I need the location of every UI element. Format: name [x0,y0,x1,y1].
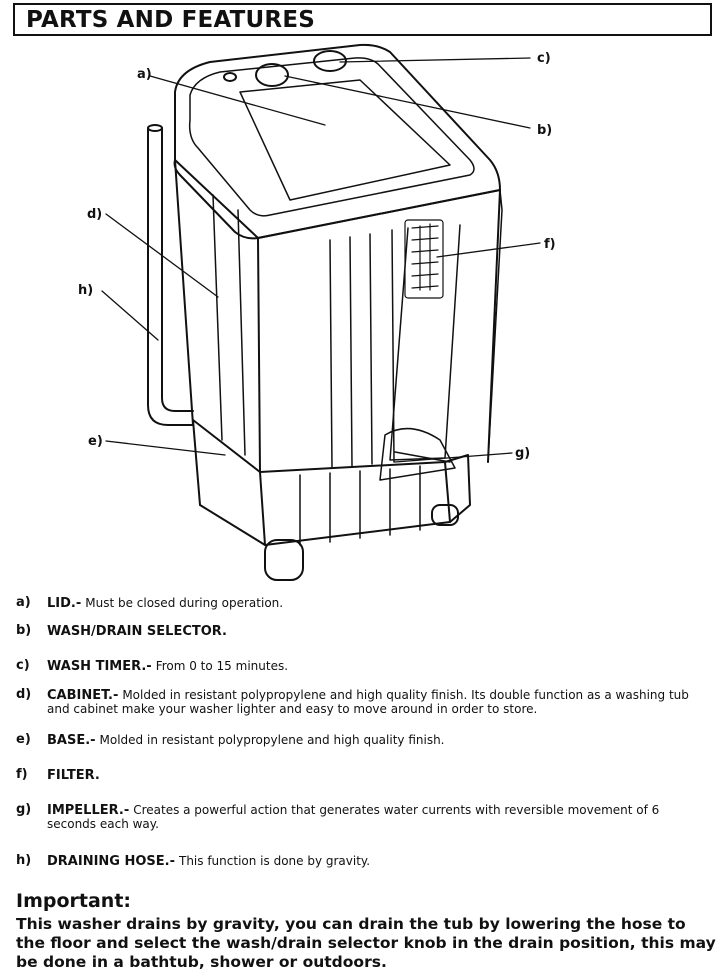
feature-name: BASE.- [47,733,96,748]
diagram-label-b: b) [537,123,552,138]
header-box: PARTS AND FEATURES [13,3,712,36]
feature-desc: Creates a powerful action that generates… [47,803,660,831]
important-text: This washer drains by gravity, you can d… [16,915,716,971]
feature-name: WASH/DRAIN SELECTOR. [47,624,227,639]
diagram-label-f: f) [544,237,556,252]
feature-letter: d) [16,687,32,702]
feature-item-hose: h) DRAINING HOSE.- This function is done… [16,854,706,868]
feature-letter: e) [16,732,31,747]
diagram-label-c: c) [537,51,551,66]
feature-name: FILTER. [47,768,100,783]
feature-desc: Molded in resistant polypropylene and hi… [47,688,689,716]
feature-item-cabinet: d) CABINET.- Molded in resistant polypro… [16,688,706,716]
feature-item-impeller: g) IMPELLER.- Creates a powerful action … [16,803,706,831]
lid-illustration [173,43,501,240]
important-title: Important: [16,890,132,912]
feature-letter: g) [16,802,32,817]
feature-letter: h) [16,853,32,868]
drain-hose-illustration [147,124,194,426]
diagram-label-h: h) [78,283,93,298]
diagram-label-d: d) [87,207,102,222]
feature-item-selector: b) WASH/DRAIN SELECTOR. [16,624,706,638]
washer-diagram: a) b) c) d) e) f) g) h) [78,43,556,581]
feature-desc: This function is done by gravity. [179,854,371,868]
feature-desc: Molded in resistant polypropylene and hi… [99,733,445,747]
diagram-label-g: g) [515,446,530,461]
feature-name: IMPELLER.- [47,803,130,818]
cabinet-illustration [174,91,503,473]
feature-item-base: e) BASE.- Molded in resistant polypropyl… [16,733,706,747]
base-illustration [192,419,471,581]
feature-letter: f) [16,767,28,782]
feature-desc: Must be closed during operation. [85,596,284,610]
diagram-label-a: a) [137,67,152,82]
feature-item-timer: c) WASH TIMER.- From 0 to 15 minutes. [16,659,706,673]
feature-name: DRAINING HOSE.- [47,854,176,869]
knob-illustrations [223,50,347,87]
feature-item-lid: a) LID.- Must be closed during operation… [16,596,706,610]
feature-name: CABINET.- [47,688,119,703]
feature-item-filter: f) FILTER. [16,768,706,782]
impeller-illustration [379,427,456,481]
feature-desc: From 0 to 15 minutes. [155,659,289,673]
feature-letter: a) [16,595,31,610]
filter-illustration [404,219,444,299]
feature-letter: c) [16,658,30,673]
feature-name: WASH TIMER.- [47,659,152,674]
feature-name: LID.- [47,596,82,611]
leader-lines [101,57,541,463]
feature-letter: b) [16,623,32,638]
page-title: PARTS AND FEATURES [26,7,316,33]
diagram-label-e: e) [88,434,103,449]
